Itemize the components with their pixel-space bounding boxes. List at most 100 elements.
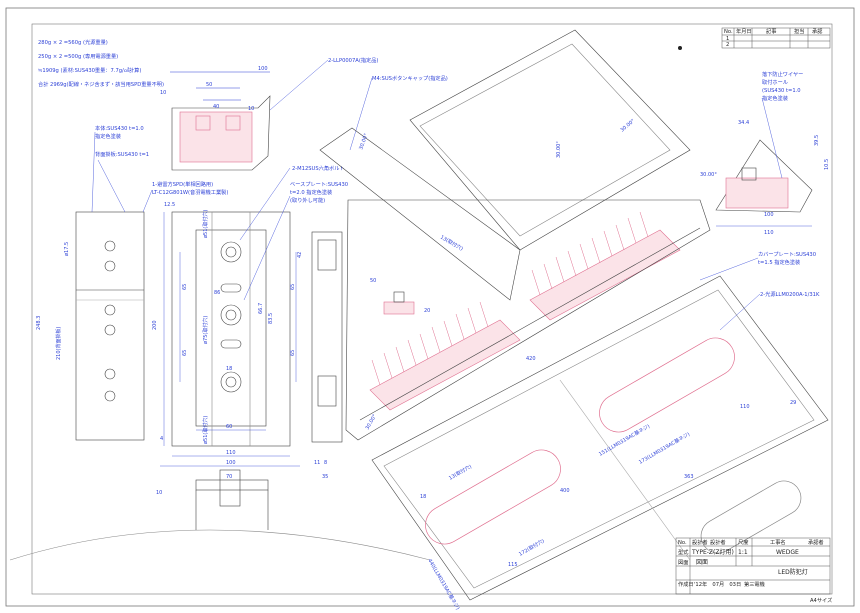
phi-51-top: ø51(取付穴)	[202, 210, 209, 238]
fixture-upper-housing	[319, 29, 691, 301]
dim-115: 115	[508, 562, 518, 568]
callout-light-source: 2-光源LLM0200A-1/31K	[760, 290, 820, 298]
dim-34: 34.4	[738, 120, 749, 126]
mount-hole-b: 13(取付穴)	[448, 463, 473, 482]
background-arc	[9, 529, 431, 561]
tb-name: WEDGE	[776, 549, 799, 556]
dim-65-d: 65	[290, 350, 296, 356]
callout-spd: 1-避雷方SPD(単相回路用)	[152, 180, 213, 188]
tb-sheet-code: A4サイズ	[810, 596, 832, 604]
dim-10-5: 10.5	[824, 159, 830, 170]
long-hole-173: 173(LLM0319AC基ネジ)	[638, 431, 692, 466]
callout-bolt: 2-M12SUS六角ボルト	[292, 164, 345, 172]
callouts-left: 本体:SUS430 t=1.0 指定色塗装 背面掛板:SUS430 t=1 1-…	[95, 124, 228, 196]
dim-100-top: 100	[258, 66, 268, 72]
angle-30-a: 30.00°	[556, 141, 562, 158]
weight-notes: 280g × 2 =560g (光源重量) 250g × 2 =500g (専用…	[38, 38, 164, 88]
dim-10-top-b: 10	[248, 106, 254, 112]
revision-table	[721, 27, 831, 49]
dim-66: 66.7	[258, 303, 264, 314]
dim-10-top-a: 10	[160, 90, 166, 96]
dim-86: 86	[214, 290, 220, 296]
callout-fall-wire-hole: 取付ホール	[762, 78, 788, 86]
side-view	[311, 231, 343, 443]
angle-30-b: 30.00°	[619, 118, 636, 134]
dim-110-front: 110	[226, 450, 236, 456]
mount-box-440: 440(LLM0319AC基ネジ)	[426, 558, 461, 612]
dim-200: 200	[152, 320, 158, 330]
rev-header-note: 記事	[766, 27, 776, 35]
tb-label-approve: 承認者	[808, 538, 824, 546]
dim-4: 4	[160, 436, 163, 442]
rev-header-owner: 担当	[794, 27, 804, 35]
phi-75: ø75(取付穴)	[202, 316, 209, 344]
callout-cap-part: 2-LLP0007A(指定品)	[328, 56, 378, 64]
callout-cover-plate: カバープレート:SUS430	[758, 251, 816, 258]
led-lens-modules	[425, 337, 802, 554]
tb-label-type: 型式	[678, 548, 689, 556]
dim-65-a: 65	[182, 284, 188, 290]
tb-scale: 1:1	[738, 549, 748, 556]
tb-date-label: 作成日	[678, 580, 694, 588]
dim-18: 18	[226, 366, 232, 372]
callout-body: 本体:SUS430 t=1.0	[95, 124, 144, 132]
callout-fall-wire-finish: 指定色塗装	[762, 94, 788, 102]
tb-label-check: 設計者	[710, 538, 726, 546]
dim-100-front: 100	[226, 460, 236, 466]
dim-17: ø17.5	[64, 242, 70, 256]
dim-8: 8	[324, 460, 327, 466]
tb-label-scale: 尺度	[738, 538, 748, 546]
callout-fall-wire: 落下防止ワイヤー	[762, 70, 803, 78]
drawing-frame	[31, 23, 833, 595]
dim-70: 70	[226, 474, 232, 480]
callouts-middle: 2-M12SUS六角ボルト ベースプレート:SUS430 t=2.0 指定色塗装…	[290, 56, 448, 204]
rev-row-1: 1	[726, 36, 729, 42]
angle-30-e: 30.00°	[700, 172, 717, 178]
callout-base-plate: ベースプレート:SUS430	[290, 181, 348, 188]
rev-row-2: 2	[726, 42, 729, 48]
bracket-view-right	[715, 139, 813, 227]
dim-35: 35	[322, 474, 328, 480]
dim-363: 363	[684, 474, 694, 480]
weight-total: 合計 2969g(配線・ネジ含まず・該当用SPD重量不明)	[38, 80, 164, 88]
front-view	[171, 211, 291, 447]
fixture-base-plate	[345, 199, 711, 441]
weight-line-2: 250g × 2 =500g (専用電源重量)	[38, 52, 118, 60]
dim-10-bottom: 10	[156, 490, 162, 496]
rear-view	[75, 211, 145, 441]
title-block-text: No. 設計者 設計者 尺度 工事名 承認者 型式 TYPE-Z(Z灯用) 1:…	[678, 538, 832, 604]
dim-50-top: 50	[206, 82, 212, 88]
dim-42: 42	[297, 252, 303, 258]
angle-30-c: 30.00°	[358, 132, 370, 150]
heatsink-left	[369, 229, 681, 411]
angle-30-d: 30.00°	[365, 413, 379, 431]
dim-11: 11	[314, 460, 320, 466]
dim-65-c: 65	[290, 284, 296, 290]
dim-40-top: 40	[213, 104, 219, 110]
phi-51-bottom: ø51(取付穴)	[202, 416, 209, 444]
rev-header-no: No.	[724, 29, 733, 35]
dim-100-right: 100	[764, 212, 774, 218]
tb-company: 第三電機	[744, 580, 765, 588]
fixture-cover-plate	[371, 275, 829, 601]
dim-20-bracket: 20	[424, 308, 430, 314]
dim-12: 12.5	[164, 202, 175, 208]
tb-type: TYPE-Z(Z灯用)	[691, 548, 734, 556]
dim-39: 39.5	[814, 135, 820, 146]
callout-cover-plate-spec: t=1.5 指定色塗装	[758, 258, 800, 266]
rev-header-approve: 承認	[812, 27, 823, 35]
callout-fall-wire-spec: (SUS430 t=1.0	[762, 88, 801, 94]
tb-label-maker: 工事名	[770, 538, 786, 546]
dim-83: 83.5	[268, 313, 274, 324]
dim-210-rear: 210(背面掛板)	[55, 327, 62, 360]
dim-400: 400	[560, 488, 570, 494]
dim-29: 29	[790, 400, 796, 406]
weight-line-3: ≒1909g (素材:SUS430重量：7.7g/㎤計算)	[38, 66, 141, 74]
dim-60: 60	[226, 424, 232, 430]
long-hole-151: 151(LLM0319AC基ネジ)	[598, 423, 652, 458]
tb-product: LED防犯灯	[778, 568, 808, 576]
title-block	[675, 537, 831, 595]
tb-label-drawing: 図面	[678, 559, 688, 566]
mount-hole-a: 13(取付穴)	[439, 234, 464, 253]
